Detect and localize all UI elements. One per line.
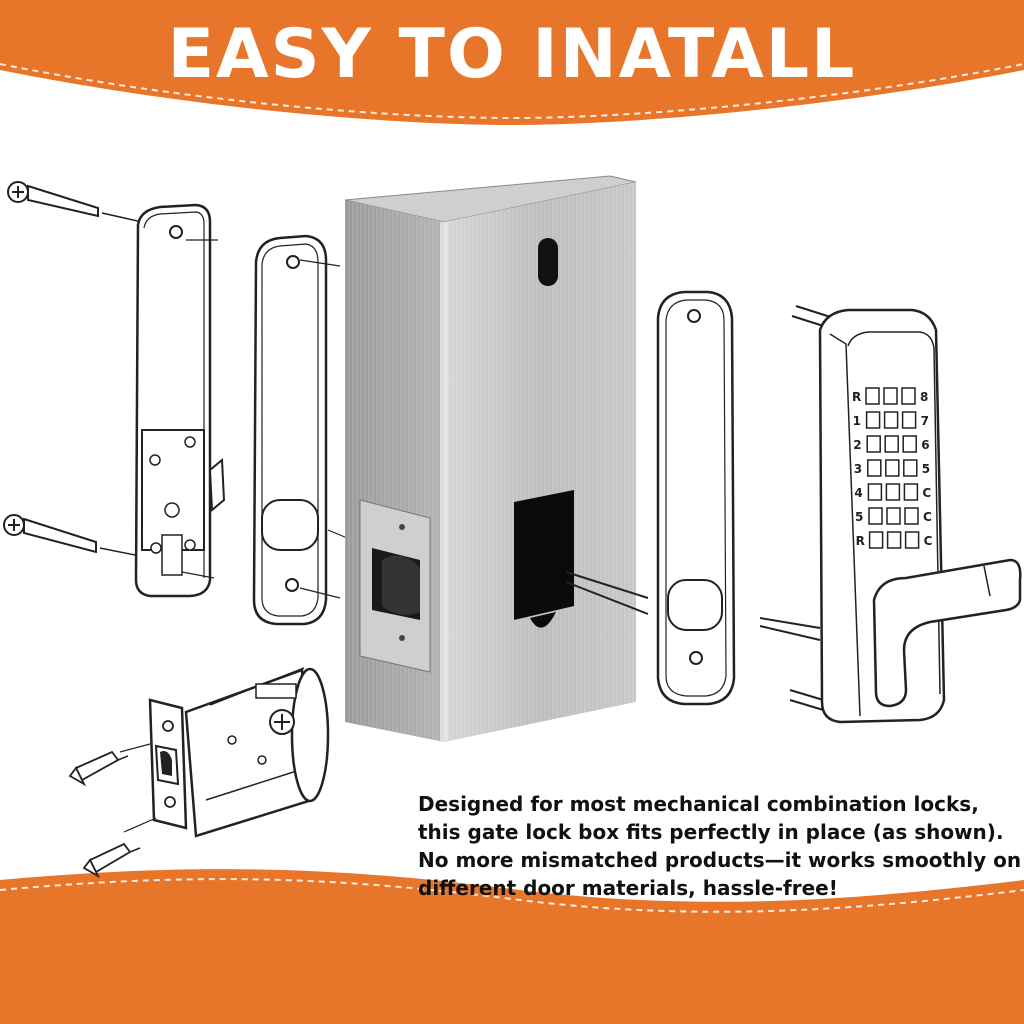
keypad-button	[903, 483, 919, 501]
keypad-button	[865, 411, 881, 429]
keypad-button	[867, 459, 882, 477]
description-line: different door materials, hassle-free!	[418, 876, 838, 900]
keypad-label: 5	[855, 510, 863, 524]
keypad-button	[903, 459, 918, 477]
product-description: Designed for most mechanical combination…	[418, 790, 1022, 902]
keypad-button	[868, 531, 884, 549]
screw-bottom-icon	[3, 514, 161, 561]
keypad-button	[867, 483, 883, 501]
keypad-button	[883, 411, 899, 429]
keypad-label: 7	[921, 414, 929, 428]
keypad-label: C	[924, 534, 933, 548]
keypad-button	[868, 507, 883, 525]
keypad-label: 1	[853, 414, 861, 428]
keypad-label: 8	[920, 390, 928, 404]
top-banner	[0, 0, 1024, 125]
keypad-button	[866, 435, 881, 453]
gate-lock-box	[344, 175, 649, 742]
keypad-label: 2	[853, 438, 861, 452]
description-line: No more mismatched products—it works smo…	[418, 848, 1022, 872]
back-mounting-plate	[134, 203, 226, 598]
keypad-button	[904, 531, 920, 549]
keypad-button	[885, 459, 900, 477]
bottom-banner	[0, 869, 1024, 1024]
keypad-button	[884, 435, 899, 453]
keypad-button	[865, 387, 880, 405]
screw-top-icon	[7, 181, 161, 227]
description-line: this gate lock box fits perfectly in pla…	[418, 820, 1004, 844]
wood-screw-lower-icon	[82, 842, 141, 879]
keypad-button	[885, 483, 901, 501]
keypad-button	[886, 507, 901, 525]
keypad-label: C	[922, 486, 931, 500]
keypad-label: 6	[921, 438, 929, 452]
keypad-label: 5	[922, 462, 930, 476]
keypad-button	[904, 507, 919, 525]
keypad-label: C	[923, 510, 932, 524]
wood-screw-upper-icon	[68, 750, 129, 787]
keypad-button	[886, 531, 902, 549]
page-title: EASY TO INATALL	[167, 15, 857, 94]
left-gasket	[252, 234, 353, 626]
keypad-label: 4	[854, 486, 862, 500]
latch-assembly	[119, 667, 330, 838]
keypad-label: R	[852, 390, 861, 404]
description-line: Designed for most mechanical combination…	[418, 792, 979, 816]
keypad-label: 3	[854, 462, 862, 476]
keypad-button	[883, 387, 898, 405]
keypad-button	[901, 387, 916, 405]
keypad-button	[901, 411, 917, 429]
keypad-label: R	[856, 534, 865, 548]
right-gasket	[656, 290, 736, 706]
keypad-button	[902, 435, 917, 453]
